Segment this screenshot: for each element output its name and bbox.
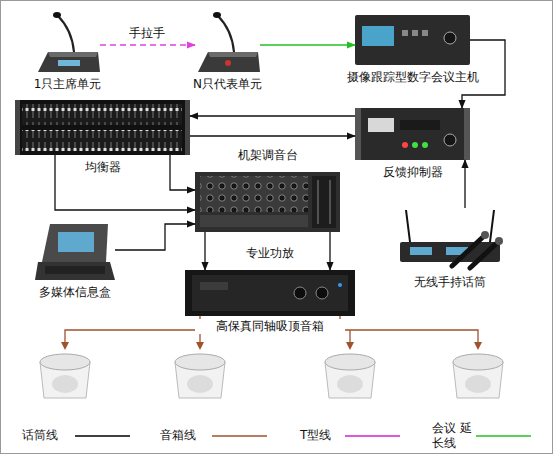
- signal-connector: [55, 155, 195, 210]
- speaker-arrowheads: [61, 342, 482, 350]
- ceiling-speaker-art: [40, 354, 503, 398]
- device-label: 均衡器: [53, 160, 153, 175]
- device-label: 机架调音台: [218, 148, 318, 163]
- legend-text: 会议 延长线: [432, 421, 472, 451]
- legend-text: 音箱线: [160, 428, 210, 443]
- legend-text: 话筒线: [22, 428, 72, 443]
- signal-connector: [260, 44, 355, 45]
- device-node: N只代表单元: [195, 10, 260, 72]
- signal-connector: [190, 115, 355, 116]
- device-label: 1只主席单元: [18, 77, 118, 92]
- device-label: 反馈抑制器: [363, 165, 463, 180]
- signal-connector: [204, 232, 205, 270]
- device-label: N只代表单元: [178, 77, 278, 92]
- legend-text: T型线: [300, 428, 344, 443]
- connector-label: 手拉手: [112, 26, 182, 41]
- device-node: 多媒体信息盒: [35, 222, 115, 280]
- host-art: [355, 15, 470, 65]
- signal-connector: [190, 135, 355, 136]
- speaker-wiring: [65, 316, 478, 344]
- signal-connector: [115, 224, 195, 250]
- device-label: 多媒体信息盒: [20, 285, 130, 300]
- device-node: 无线手持话筒: [400, 208, 500, 270]
- equalizer-art: [15, 100, 190, 155]
- speaker-label: 高保真同轴吸顶音箱: [195, 319, 345, 334]
- device-label: 无线手持话筒: [395, 275, 505, 290]
- device-label: 摄像跟踪型数字会议主机: [333, 70, 493, 85]
- device-node: 专业功放: [185, 270, 355, 316]
- delegate-mic-art: [198, 12, 260, 72]
- signal-connector: [464, 160, 465, 208]
- device-node: 均衡器: [15, 100, 190, 155]
- signal-connector: [329, 232, 330, 270]
- device-node: 1只主席单元: [35, 10, 100, 72]
- device-node: 摄像跟踪型数字会议主机: [355, 15, 470, 65]
- mixer-art: [195, 172, 340, 232]
- device-label: 专业功放: [220, 246, 320, 261]
- signal-connector: [100, 44, 195, 45]
- amplifier-art: [185, 270, 355, 316]
- multimedia-box-art: [35, 224, 115, 280]
- feedback-art: [355, 108, 470, 160]
- device-node: 机架调音台: [195, 172, 340, 232]
- device-node: 反馈抑制器: [355, 108, 470, 160]
- wireless-mic-art: [400, 210, 503, 268]
- chairman-mic-art: [38, 12, 100, 72]
- signal-connector: [170, 155, 195, 190]
